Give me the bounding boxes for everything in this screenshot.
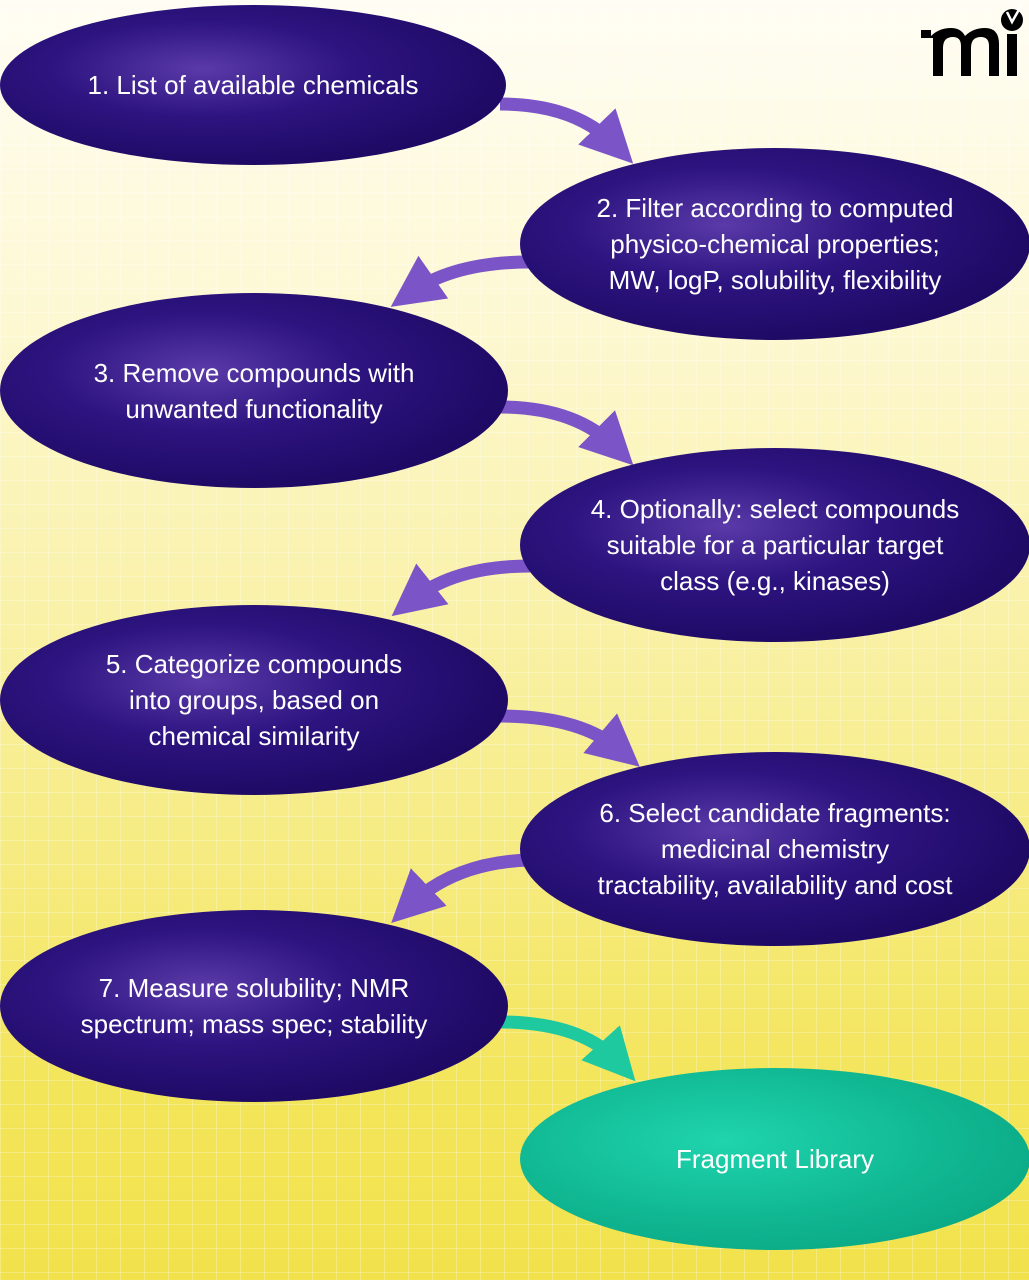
step-text: 7. Measure solubility; NMR	[98, 973, 410, 1003]
arrow-5-to-6	[499, 709, 640, 767]
step-2-node: 2. Filter according to computed physico-…	[520, 148, 1029, 340]
step-text: 6. Select candidate fragments:	[599, 798, 951, 828]
step-text: 1. List of available chemicals	[87, 70, 419, 100]
fragment-library-label: Fragment Library	[676, 1144, 874, 1174]
arrow-3-to-4	[499, 400, 634, 466]
step-text: class (e.g., kinases)	[660, 566, 890, 596]
step-7-node: 7. Measure solubility; NMR spectrum; mas…	[0, 910, 508, 1102]
step-text: 2. Filter according to computed	[596, 193, 954, 223]
fragment-library-node: Fragment Library	[520, 1068, 1029, 1250]
step-text: spectrum; mass spec; stability	[80, 1009, 428, 1039]
step-text: MW, logP, solubility, flexibility	[608, 265, 942, 295]
step-1-node: 1. List of available chemicals	[0, 5, 506, 165]
arrow-7-to-library	[489, 1015, 636, 1082]
step-5-node: 5. Categorize compounds into groups, bas…	[0, 605, 508, 795]
step-text: 4. Optionally: select compounds	[590, 494, 960, 524]
step-text: 3. Remove compounds with	[93, 357, 415, 388]
step-text: suitable for a particular target	[606, 530, 944, 560]
step-text: medicinal chemistry	[660, 834, 890, 864]
step-6-node: 6. Select candidate fragments: medicinal…	[520, 752, 1029, 946]
arrow-4-to-5	[391, 559, 531, 617]
mi-logo: mi	[921, 5, 1023, 76]
step-text: unwanted functionality	[125, 393, 383, 424]
arrow-6-to-7	[391, 853, 531, 923]
step-text: into groups, based on	[128, 685, 380, 715]
step-text: tractability, availability and cost	[597, 870, 953, 900]
arrow-2-to-3	[390, 255, 531, 307]
step-3-node: 3. Remove compounds with unwanted functi…	[0, 293, 508, 488]
arrow-1-to-2	[499, 97, 634, 164]
step-text: 5. Categorize compounds	[105, 649, 403, 679]
step-text: chemical similarity	[148, 721, 360, 751]
step-text: physico-chemical properties;	[610, 229, 940, 259]
step-4-node: 4. Optionally: select compounds suitable…	[520, 448, 1029, 642]
